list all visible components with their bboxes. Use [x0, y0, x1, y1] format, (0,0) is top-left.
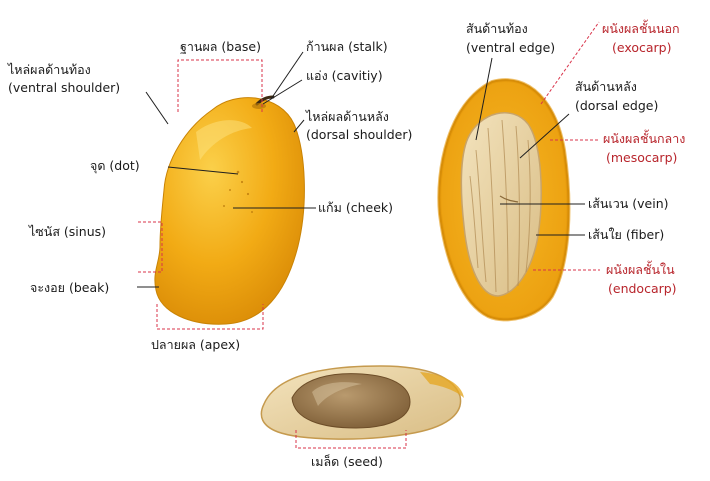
label-fiber: เส้นใย (fiber) — [588, 227, 664, 243]
label-apex: ปลายผล (apex) — [151, 337, 240, 353]
label-exocarp-en: (exocarp) — [612, 40, 672, 56]
ventral-shoulder-leader — [146, 92, 168, 124]
label-cavity: แอ่ง (cavitiy) — [306, 68, 383, 84]
stalk-leader — [271, 52, 303, 99]
seed-kernel — [292, 374, 410, 428]
label-seed: เมล็ด (seed) — [311, 454, 383, 470]
label-endocarp-en: (endocarp) — [608, 281, 677, 297]
label-beak: จะงอย (beak) — [30, 280, 109, 296]
label-dorsal-shoulder-en: (dorsal shoulder) — [306, 127, 412, 143]
dorsal-shoulder-leader — [294, 120, 304, 132]
label-mesocarp-en: (mesocarp) — [606, 150, 677, 166]
label-endocarp-th: ผนังผลชั้นใน — [606, 262, 675, 278]
seed-pod — [261, 366, 464, 439]
label-ventral-edge-th: สันด้านท้อง — [466, 21, 528, 37]
label-sinus: ไซนัส (sinus) — [29, 224, 106, 240]
label-dorsal-shoulder-th: ไหล่ผลด้านหลัง — [306, 109, 389, 125]
label-exocarp-th: ผนังผลชั้นนอก — [602, 21, 680, 37]
label-ventral-edge-en: (ventral edge) — [466, 40, 555, 56]
label-cheek: แก้ม (cheek) — [318, 200, 393, 216]
whole-mango — [155, 97, 305, 324]
label-dot: จุด (dot) — [90, 158, 140, 174]
label-vein: เส้นเวน (vein) — [588, 196, 669, 212]
label-ventral-shoulder-en: (ventral shoulder) — [8, 80, 120, 96]
label-stalk: ก้านผล (stalk) — [306, 39, 388, 55]
label-mesocarp-th: ผนังผลชั้นกลาง — [603, 131, 685, 147]
label-dorsal-edge-th: สันด้านหลัง — [575, 79, 637, 95]
cavity-leader — [263, 80, 302, 104]
label-dorsal-edge-en: (dorsal edge) — [575, 98, 658, 114]
cut-mango — [439, 80, 568, 319]
label-ventral-shoulder-th: ไหล่ผลด้านท้อง — [8, 62, 91, 78]
label-base: ฐานผล (base) — [180, 39, 261, 55]
